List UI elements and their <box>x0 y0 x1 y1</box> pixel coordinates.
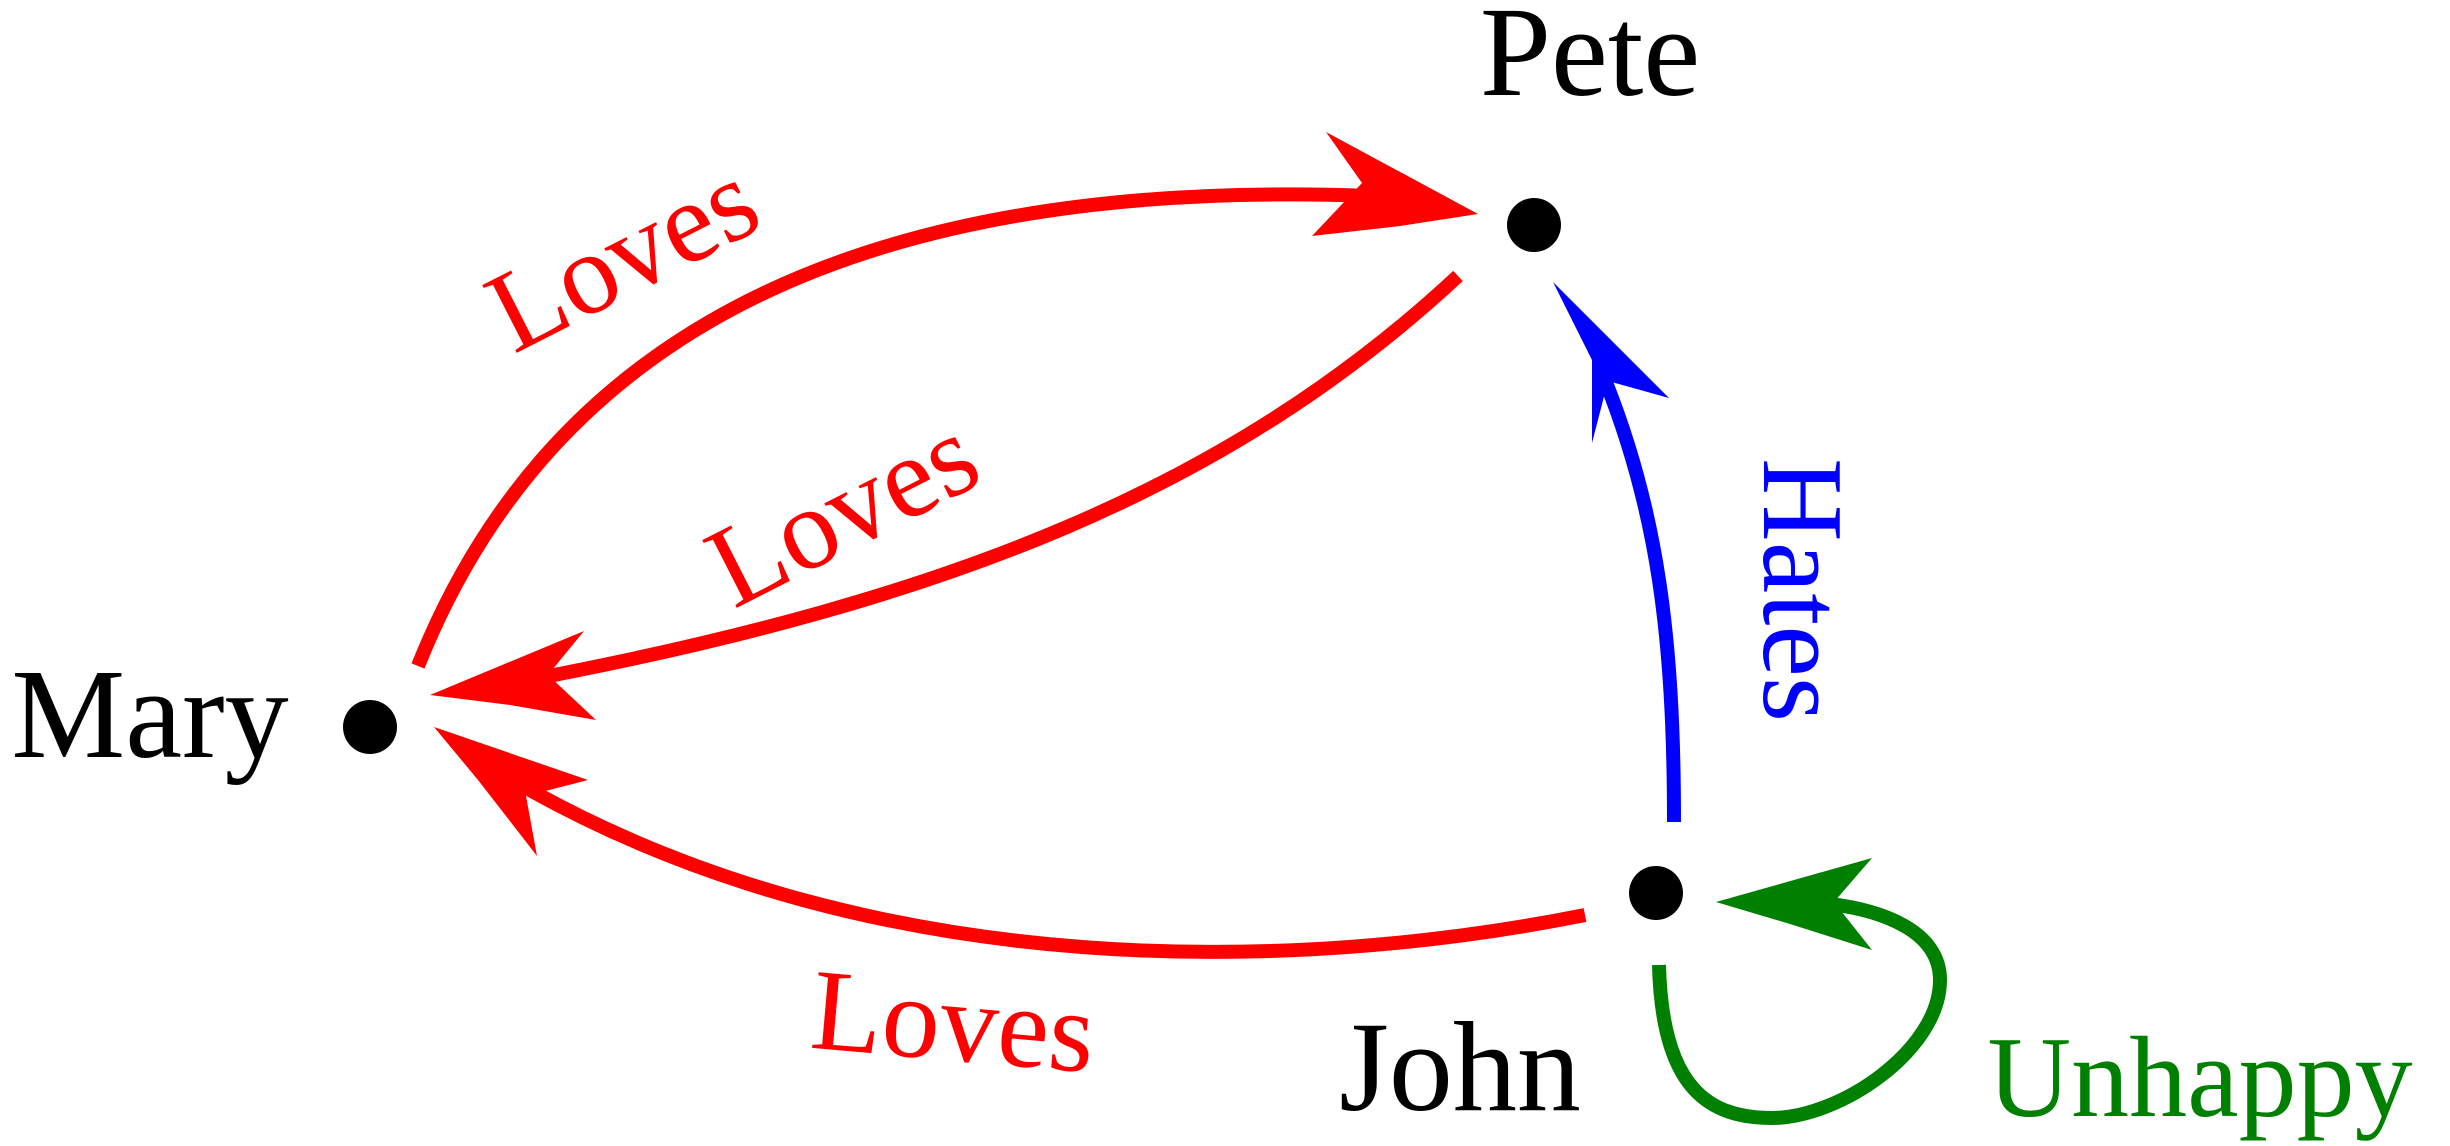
arrowhead <box>1716 858 1872 950</box>
edge-line <box>526 270 1463 687</box>
node-john: John <box>1339 866 1683 1138</box>
arrowhead <box>434 727 588 856</box>
edge-line <box>411 187 1371 669</box>
edge-line <box>1596 372 1681 823</box>
arrowhead <box>1312 132 1478 236</box>
node-dot <box>343 700 397 754</box>
node-mary: Mary <box>11 643 397 785</box>
edge-john-unhappy-self: Unhappy <box>1652 858 2413 1142</box>
arrowhead <box>430 631 596 720</box>
node-label-mary: Mary <box>11 643 288 785</box>
edge-label-john-loves-mary: Loves <box>807 946 1101 1098</box>
edge-mary-loves-pete: Loves <box>411 132 1478 669</box>
node-dot <box>1629 866 1683 920</box>
edge-label-john-hates-pete: Hates <box>1738 458 1866 722</box>
node-label-john: John <box>1339 996 1581 1138</box>
node-label-pete: Pete <box>1480 0 1700 123</box>
edge-john-hates-pete: Hates <box>1553 282 1866 823</box>
edge-label-john-unhappy-self: Unhappy <box>1987 1014 2412 1142</box>
edge-label-mary-loves-pete: Loves <box>467 135 778 378</box>
edge-john-loves-mary: Loves <box>434 727 1587 1098</box>
node-dot <box>1507 198 1561 252</box>
edge-line <box>1652 897 1948 1126</box>
node-pete: Pete <box>1480 0 1700 252</box>
edge-line <box>526 783 1587 959</box>
edge-label-pete-loves-mary: Loves <box>687 390 998 633</box>
arrowhead <box>1553 282 1669 443</box>
